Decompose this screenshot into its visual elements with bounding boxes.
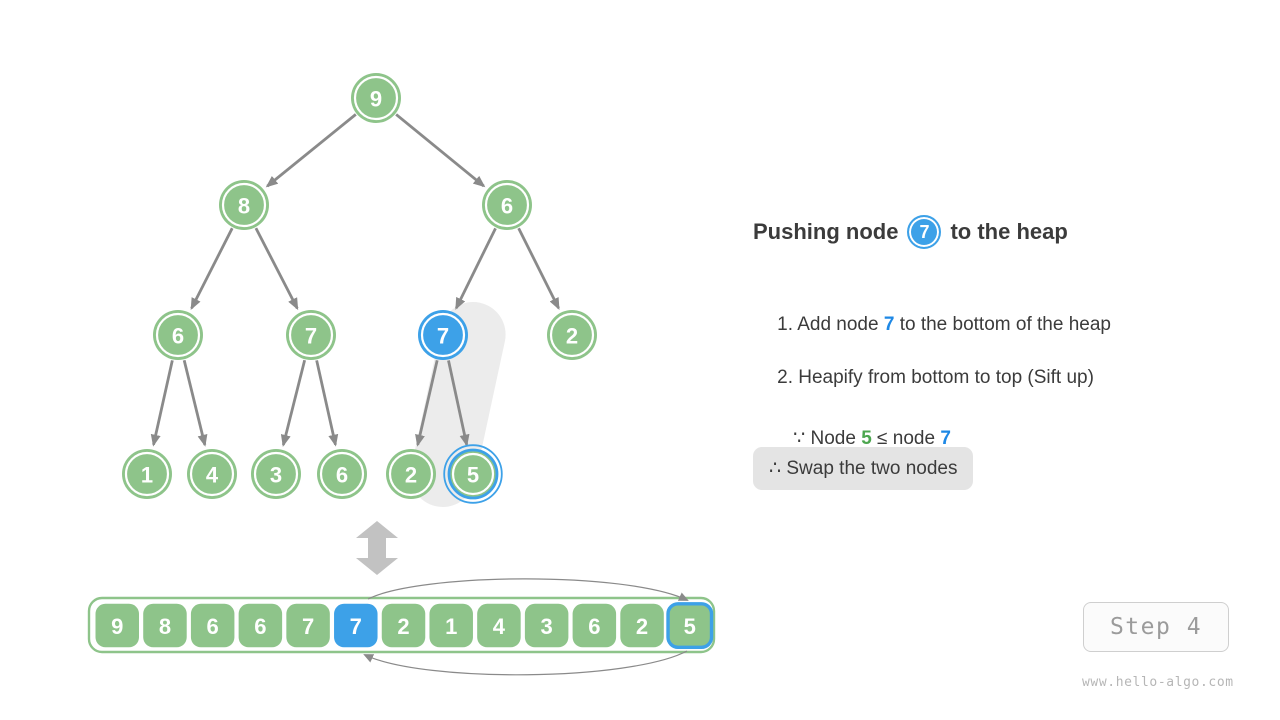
- array-cell-1: 8: [143, 603, 187, 648]
- svg-text:2: 2: [636, 614, 648, 639]
- array-cell-5: 7: [334, 603, 378, 648]
- tree-edge: [265, 113, 357, 188]
- svg-text:6: 6: [588, 614, 600, 639]
- step-2-line: 2. Heapify from bottom to top (Sift up): [777, 367, 1094, 388]
- panel-title: Pushing node 7 to the heap: [753, 215, 1068, 249]
- svg-text:6: 6: [336, 463, 348, 488]
- array-cell-8: 4: [477, 603, 521, 648]
- tree-node-6: 6: [482, 180, 532, 230]
- svg-text:3: 3: [270, 463, 282, 488]
- title-suffix: to the heap: [950, 219, 1068, 244]
- array-cell-7: 1: [429, 603, 473, 648]
- array-cell-6: 2: [381, 603, 426, 648]
- swap-arc-top: [367, 578, 689, 601]
- svg-text:2: 2: [566, 324, 578, 349]
- array-cell-2: 6: [190, 603, 235, 648]
- tree-edge: [190, 227, 234, 311]
- svg-text:7: 7: [350, 614, 362, 639]
- svg-text:6: 6: [254, 614, 266, 639]
- svg-text:8: 8: [159, 614, 171, 639]
- watermark: www.hello-algo.com: [1082, 675, 1234, 690]
- tree-edge: [415, 360, 439, 447]
- svg-text:6: 6: [207, 614, 219, 639]
- array-cells: 9 8 6 6 7 7 2 1 4 3 6 2 5: [95, 602, 714, 649]
- tree-edges: [150, 113, 560, 447]
- tree-node-9: 9: [351, 73, 401, 123]
- swap-arc-bottom: [363, 650, 688, 676]
- title-node-7: 7: [907, 215, 942, 249]
- svg-text:7: 7: [437, 324, 449, 349]
- therefore-pill: ∴ Swap the two nodes: [753, 447, 974, 490]
- array-cell-4: 7: [286, 603, 330, 648]
- step1-node-value: 7: [883, 314, 895, 335]
- tree-node-7: 7: [418, 310, 468, 360]
- tree-node-8: 8: [219, 180, 269, 230]
- tree-node-2: 2: [547, 310, 597, 360]
- svg-text:7: 7: [302, 614, 314, 639]
- tree-edge: [150, 360, 174, 447]
- svg-text:9: 9: [111, 614, 123, 639]
- tree-node-1: 1: [122, 449, 172, 499]
- svg-text:6: 6: [501, 194, 513, 219]
- tree-edge: [395, 113, 486, 188]
- step-1-line: 1. Add node 7 to the bottom of the heap: [777, 314, 1111, 335]
- svg-text:6: 6: [172, 324, 184, 349]
- tree-edge: [182, 359, 208, 447]
- svg-text:2: 2: [397, 614, 409, 639]
- because-node-5: 5: [861, 428, 872, 449]
- tree-node-3: 3: [251, 449, 301, 499]
- svg-text:3: 3: [541, 614, 553, 639]
- svg-text:4: 4: [206, 463, 219, 488]
- array-cell-10: 6: [572, 603, 617, 648]
- tree-node-2: 2: [386, 449, 436, 499]
- tree-node-7: 7: [286, 310, 336, 360]
- array-cell-9: 3: [524, 603, 569, 648]
- tree-edge: [454, 227, 497, 310]
- svg-text:8: 8: [238, 194, 250, 219]
- svg-text:4: 4: [493, 614, 506, 639]
- tree-node-6: 6: [153, 310, 203, 360]
- tree-nodes: 9 8 6 6 7 7 2 1 4 3 6 2 5: [122, 73, 597, 504]
- array-cell-3: 6: [238, 603, 283, 648]
- array-cell-0: 9: [95, 603, 139, 648]
- array-cell-12: 5: [666, 602, 714, 649]
- because-line: ∵ Node 5 ≤ node 7: [793, 428, 951, 449]
- title-prefix: Pushing node: [753, 219, 899, 244]
- array-cell-11: 2: [620, 603, 664, 648]
- step-badge: Step 4: [1083, 602, 1229, 652]
- tree-edge: [517, 227, 560, 310]
- tree-edge: [280, 359, 307, 447]
- tree-edge: [447, 360, 470, 447]
- tree-node-6: 6: [317, 449, 367, 499]
- svg-text:5: 5: [467, 463, 479, 488]
- tree-edge: [315, 360, 339, 447]
- svg-text:5: 5: [684, 614, 696, 639]
- svg-text:1: 1: [445, 614, 457, 639]
- tree-node-4: 4: [187, 449, 237, 499]
- svg-text:1: 1: [141, 463, 153, 488]
- tree-array-double-arrow-icon: [356, 521, 398, 575]
- svg-text:9: 9: [370, 87, 382, 112]
- tree-node-5: 5: [443, 444, 503, 504]
- tree-edge: [254, 227, 299, 311]
- because-node-7: 7: [940, 428, 951, 449]
- svg-text:7: 7: [305, 324, 317, 349]
- svg-text:2: 2: [405, 463, 417, 488]
